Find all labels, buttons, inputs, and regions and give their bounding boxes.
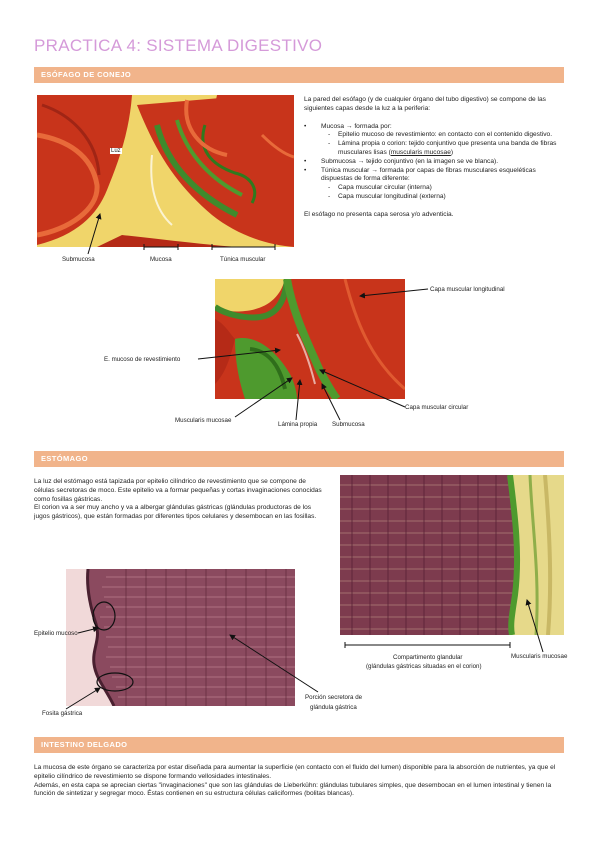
- page-title: PRACTICA 4: SISTEMA DIGESTIVO: [34, 36, 323, 55]
- label-muscularis-mucosae-1: Muscularis mucosae: [175, 417, 232, 424]
- label-submucosa-1: Submucosa: [62, 256, 95, 263]
- esofago-closing: El esófago no presenta capa serosa y/o a…: [304, 210, 454, 218]
- item-epitelio: Epitelio mucoso de revestimiento: en con…: [304, 131, 562, 140]
- item-tunica: Túnica muscular → formada por capas de f…: [304, 167, 562, 185]
- label-porcion-secretora-2: glándula gástrica: [310, 704, 357, 711]
- esofago-intro: La pared del esófago (y de cualquier órg…: [304, 96, 546, 112]
- esofago-text: La pared del esófago (y de cualquier órg…: [304, 96, 562, 220]
- label-muscularis-mucosae-2: Muscularis mucosae: [511, 653, 568, 660]
- label-porcion-secretora-1: Porción secretora de: [305, 694, 363, 701]
- section-header-intestino: INTESTINO DELGADO: [34, 737, 564, 753]
- label-epitelio-mucoso-estomago: Epitelio mucoso: [34, 630, 78, 637]
- label-compartimento-2: (glándulas gástricas situadas en el cori…: [366, 663, 482, 670]
- section-header-esofago: ESÓFAGO DE CONEJO: [34, 67, 564, 83]
- label-capa-circular: Capa muscular circular: [405, 404, 469, 411]
- item-capa-longitudinal: Capa muscular longitudinal (externa): [304, 193, 562, 202]
- item-mucosa: Mucosa → formada por:: [304, 123, 562, 132]
- label-tunica: Túnica muscular: [220, 256, 266, 263]
- item-capa-circular: Capa muscular circular (interna): [304, 184, 562, 193]
- label-capa-longitudinal: Capa muscular longitudinal: [430, 286, 505, 293]
- esophagus-micrograph-overview: [37, 95, 294, 247]
- intestino-p2: Además, en esta capa se aprecian ciertas…: [34, 781, 552, 798]
- section-header-estomago: ESTÓMAGO: [34, 451, 564, 467]
- label-mucosa: Mucosa: [150, 256, 172, 263]
- item-submucosa: Submucosa → tejido conjuntivo (en la ima…: [304, 158, 562, 167]
- estomago-p1: La luz del estómago está tapizada por ep…: [34, 478, 322, 503]
- label-lamina-propia: Lámina propia: [278, 421, 318, 428]
- intestino-text: La mucosa de este órgano se caracteriza …: [34, 764, 564, 799]
- estomago-p2: El corion va a ser muy ancho y va a albe…: [34, 504, 317, 521]
- estomago-text: La luz del estómago está tapizada por ep…: [34, 478, 324, 522]
- item-lamina: Lámina propia o corion: tejido conjuntiv…: [304, 140, 562, 158]
- label-fosita-gastrica: Fosita gástrica: [42, 710, 83, 717]
- label-luz: Luz: [110, 148, 122, 154]
- intestino-p1: La mucosa de este órgano se caracteriza …: [34, 764, 556, 780]
- label-submucosa-2: Submucosa: [332, 421, 365, 428]
- label-compartimento-1: Compartimento glandular: [393, 654, 463, 661]
- label-epitelio-mucoso: E. mucoso de revestimiento: [104, 356, 181, 363]
